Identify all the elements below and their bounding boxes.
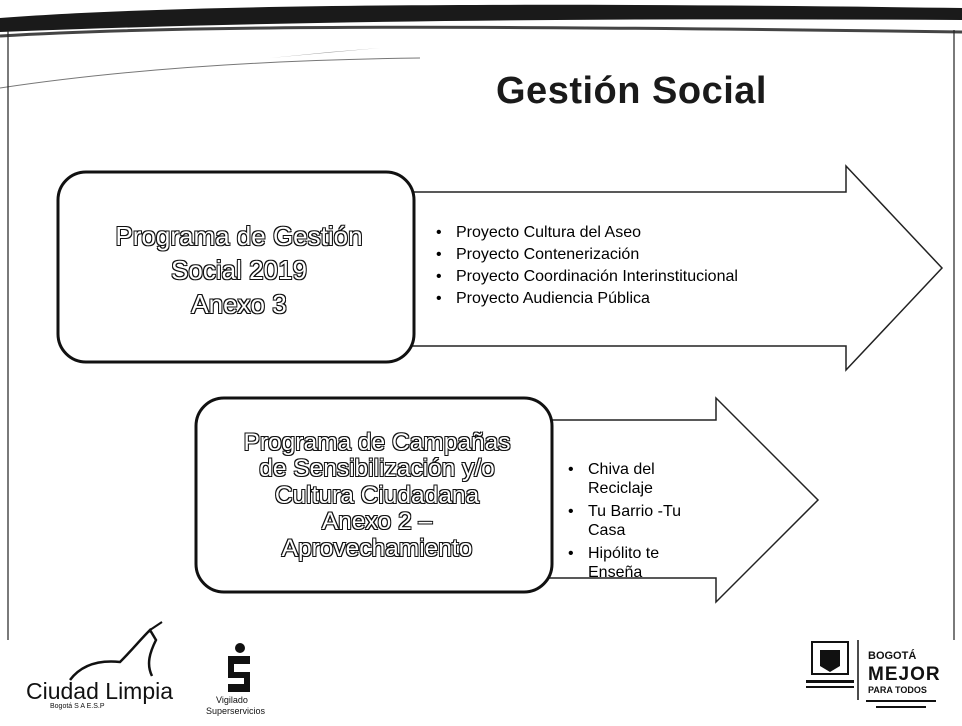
ciudad-limpia-subtitle: Bogotá S A E.S.P <box>50 703 105 710</box>
program-2-line: de Sensibilización y/o <box>259 455 496 483</box>
list-item: Proyecto Contenerización <box>434 244 854 266</box>
program-2-line: Aprovechamiento <box>281 534 473 562</box>
program-1-title: Programa de Gestión Social 2019 Anexo 3 <box>68 221 410 324</box>
header-swoosh <box>0 4 962 89</box>
program-1-list: Proyecto Cultura del Aseo Proyecto Conte… <box>434 222 854 310</box>
program-2-line: Anexo 2 – <box>321 508 433 536</box>
program-1-line: Programa de Gestión <box>115 221 363 251</box>
program-1-line: Anexo 3 <box>191 289 288 320</box>
para-todos-label: PARA TODOS <box>868 685 927 695</box>
list-item: Proyecto Audiencia Pública <box>434 288 854 310</box>
vigilado-label: Vigilado <box>216 695 248 705</box>
program-1-box <box>56 170 416 364</box>
program-2-title: Programa de Campañas de Sensibilización … <box>206 428 548 562</box>
program-2-box <box>194 396 554 594</box>
bogota-logo <box>806 640 936 708</box>
ciudad-limpia-logo <box>69 621 163 681</box>
list-item: Tu Barrio -Tu Casa <box>566 502 706 540</box>
slide-title: Gestión Social <box>496 70 767 112</box>
superservicios-label: Superservicios <box>206 706 266 716</box>
program-1-line: Social 2019 <box>170 255 307 286</box>
list-item: Proyecto Coordinación Interinstitucional <box>434 266 854 288</box>
mejor-label: MEJOR <box>868 664 941 685</box>
ciudad-limpia-name: Ciudad Limpia <box>26 678 174 704</box>
bogota-label: BOGOTÁ <box>868 650 917 662</box>
program-2-line: Programa de Campañas <box>243 428 511 456</box>
list-item: Hipólito te Enseña <box>566 544 706 582</box>
list-item: Chiva del Reciclaje <box>566 460 706 498</box>
superservicios-logo <box>228 643 250 692</box>
program-2-list: Chiva del Reciclaje Tu Barrio -Tu Casa H… <box>566 460 706 586</box>
list-item: Proyecto Cultura del Aseo <box>434 222 854 244</box>
program-2-line: Cultura Ciudadana <box>274 481 480 509</box>
